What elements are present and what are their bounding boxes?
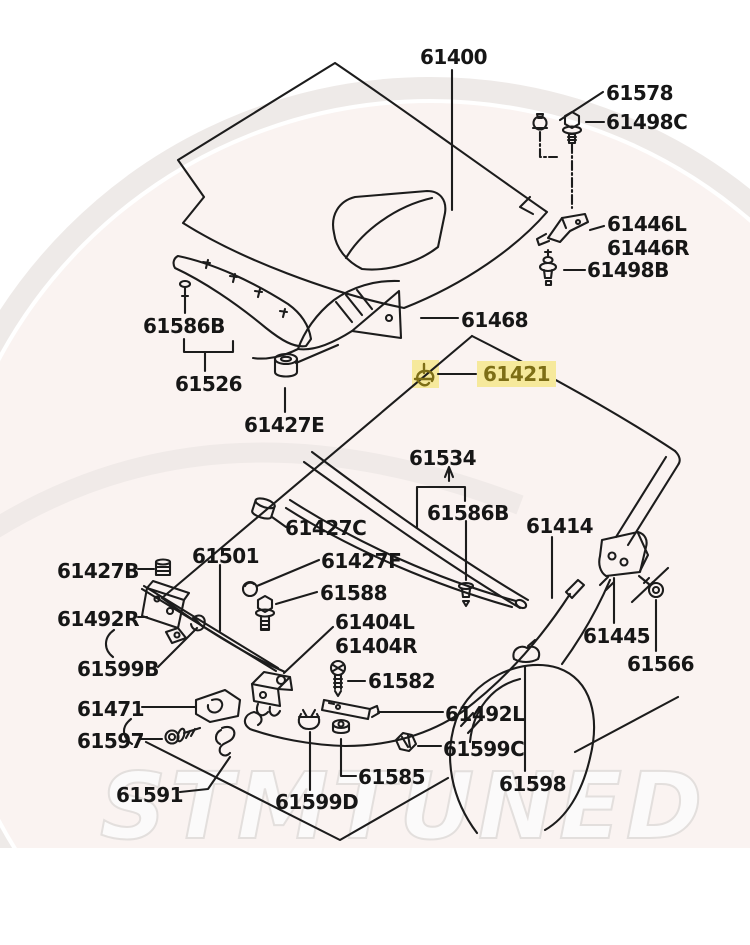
striker-61445-icon <box>598 530 650 592</box>
part-label-61582-25[interactable]: 61582 <box>368 669 436 693</box>
leader-lines <box>104 68 658 794</box>
part-label-61578-1[interactable]: 61578 <box>606 81 674 105</box>
bracket-61446-icon <box>535 212 590 247</box>
splash-shield-drawing <box>251 279 403 360</box>
screw-61566-icon <box>630 566 670 604</box>
part-label-61498C-2[interactable]: 61498C <box>606 110 688 134</box>
garnish-61492L-icon <box>320 698 381 721</box>
part-label-61534-11[interactable]: 61534 <box>409 446 477 470</box>
part-label-61599B-24[interactable]: 61599B <box>77 657 159 681</box>
bolt-61597-icon <box>164 726 202 745</box>
bolt-61498B-icon <box>538 248 558 287</box>
hinge-61492R-icon <box>140 579 191 645</box>
part-label-61427C-14[interactable]: 61427C <box>285 516 367 540</box>
part-label-61591-32[interactable]: 61591 <box>116 783 184 807</box>
part-label-61414-13[interactable]: 61414 <box>526 514 594 538</box>
part-label-61501-15[interactable]: 61501 <box>192 544 260 568</box>
part-label-61427F-16[interactable]: 61427F <box>321 549 402 573</box>
part-label-61498B-5[interactable]: 61498B <box>587 258 669 282</box>
clip-61421-icon[interactable] <box>413 362 435 387</box>
pushpin-61586B-lower-icon <box>457 581 475 608</box>
part-label-61588-18[interactable]: 61588 <box>320 581 388 605</box>
part-label-61599D-33[interactable]: 61599D <box>275 790 359 814</box>
part-label-61427B-17[interactable]: 61427B <box>57 559 139 583</box>
part-label-61585-30[interactable]: 61585 <box>358 765 426 789</box>
clip-61599D-icon <box>297 708 321 731</box>
part-label-61566-23[interactable]: 61566 <box>627 652 695 676</box>
part-label-61586B-7[interactable]: 61586B <box>143 314 225 338</box>
cowl-moulding-drawing <box>284 450 530 610</box>
release-cable-drawing <box>243 578 586 748</box>
part-label-61427E-10[interactable]: 61427E <box>244 413 325 437</box>
screw-61582-icon <box>329 659 347 698</box>
part-label-61468-6[interactable]: 61468 <box>461 308 529 332</box>
part-label-61492L-27[interactable]: 61492L <box>445 702 525 726</box>
hook-plate-61471-icon <box>194 688 242 724</box>
part-label-61526-9[interactable]: 61526 <box>175 372 243 396</box>
part-label-61586B-12[interactable]: 61586B <box>427 501 509 525</box>
part-label-61492R-19[interactable]: 61492R <box>57 607 139 631</box>
grommet-61578-icon <box>531 112 549 131</box>
part-label-61446L-3[interactable]: 61446L <box>607 212 687 236</box>
clip-61598-icon <box>512 638 541 664</box>
grommet-61585-icon <box>331 718 351 735</box>
part-label-61471-26[interactable]: 61471 <box>77 697 145 721</box>
clip-61599C-icon <box>394 731 418 753</box>
body-lower-drawing <box>144 663 680 842</box>
hood-panel-drawing <box>176 61 549 310</box>
bumper-61427E-icon <box>273 343 340 378</box>
grommet-61427B-icon <box>154 558 172 577</box>
ball-clip-61427F-icon <box>241 580 259 598</box>
hood-lock-61404-icon <box>250 670 294 717</box>
part-label-61421-8[interactable]: 61421 <box>477 361 557 387</box>
part-label-61404R-21[interactable]: 61404R <box>335 634 417 658</box>
part-label-61404L-20[interactable]: 61404L <box>335 610 415 634</box>
prop-rod-drawing <box>140 584 280 673</box>
hood-insulator-drawing <box>172 254 313 348</box>
safety-lever-61591-icon <box>214 725 236 757</box>
part-label-61598-31[interactable]: 61598 <box>499 772 567 796</box>
part-label-61599C-29[interactable]: 61599C <box>443 737 525 761</box>
part-label-61445-22[interactable]: 61445 <box>583 624 651 648</box>
part-label-61597-28[interactable]: 61597 <box>77 729 145 753</box>
bolt-61588-icon <box>254 594 276 632</box>
part-label-61400-0[interactable]: 61400 <box>420 45 488 69</box>
part-label-61446R-4[interactable]: 61446R <box>607 236 689 260</box>
